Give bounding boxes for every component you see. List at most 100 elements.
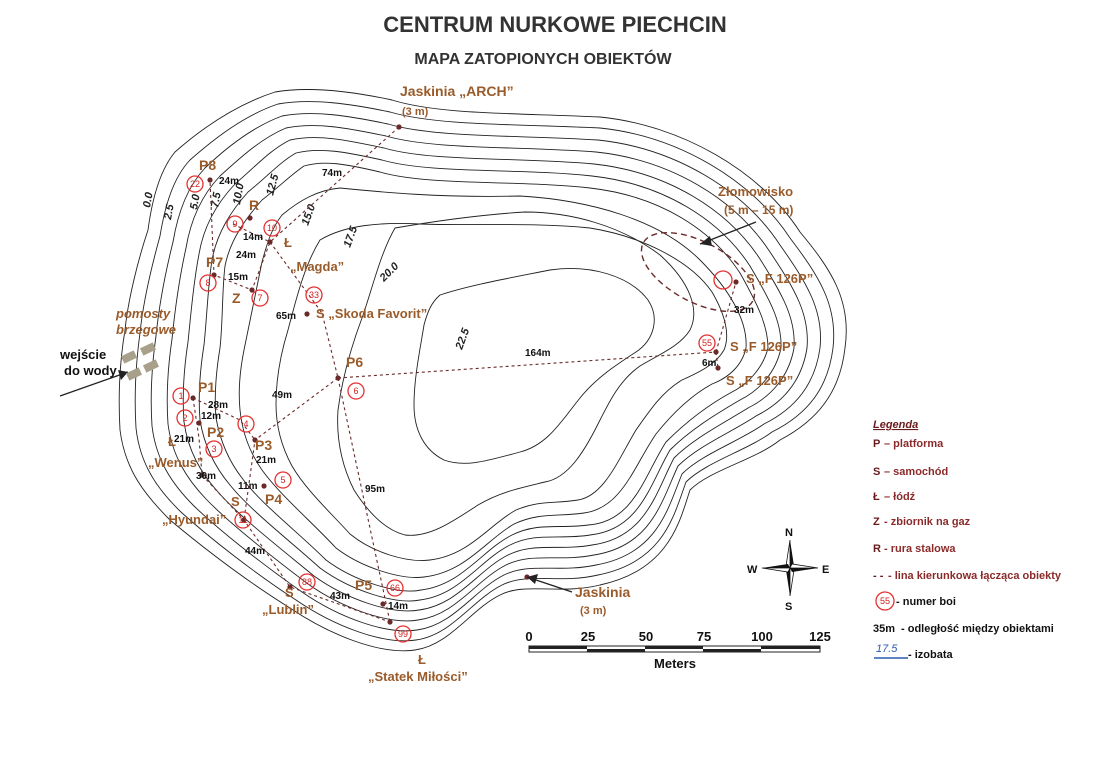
jaskinia-south-depth: (3 m): [580, 605, 607, 617]
scale-tick: 100: [751, 629, 773, 644]
distance-label: 15m: [228, 272, 248, 283]
f126-label-2: S „F 126P”: [730, 339, 797, 354]
svg-text:5: 5: [280, 475, 285, 485]
distance-labels: 74m 24m 14m 24m 15m 65m 49m 164m 6m 32m …: [174, 168, 754, 612]
svg-text:33: 33: [309, 290, 319, 300]
contour-7: [238, 187, 747, 578]
object-marker: [387, 619, 393, 625]
object-marker: [196, 420, 202, 426]
svg-text:7: 7: [257, 293, 262, 303]
pier: [120, 350, 138, 364]
svg-text:8: 8: [205, 278, 210, 288]
zlomowisko-depth: (5 m – 15 m): [724, 203, 793, 217]
object-marker: [380, 601, 386, 607]
distance-label: 11m: [238, 481, 258, 492]
legend-key: 35m: [873, 623, 895, 635]
rope: [232, 223, 271, 243]
legend-text: - numer boi: [896, 596, 956, 608]
distance-label: 28m: [208, 400, 228, 411]
buoy: 99: [394, 625, 412, 643]
scale-bar-segment: [529, 646, 587, 649]
point-label: S: [285, 585, 294, 600]
object-marker: [199, 472, 205, 478]
compass-e: E: [822, 564, 829, 576]
svg-text:55: 55: [702, 338, 712, 348]
buoy: 8: [199, 274, 217, 292]
object-marker: [247, 215, 253, 221]
distance-label: 65m: [276, 311, 296, 322]
zlomowisko-label: Złomowisko: [718, 184, 793, 199]
distance-label: 24m: [219, 176, 239, 187]
buoy: 3: [205, 440, 223, 458]
isobath-label: 7.5: [209, 191, 224, 209]
object-marker: [304, 311, 310, 317]
point-label: P2: [207, 424, 224, 440]
point-label: P3: [255, 437, 272, 453]
point-label: P4: [265, 491, 282, 507]
object-marker: [715, 365, 721, 371]
compass-s-light: [789, 567, 795, 597]
isobath-label: 5.0: [188, 193, 203, 211]
scale-bar-segment: [703, 649, 761, 652]
contour-2: [150, 113, 822, 632]
wejscie-label: wejście: [59, 347, 106, 362]
arrow-head: [118, 370, 128, 380]
scale-tick: 75: [697, 629, 711, 644]
rope: [269, 241, 339, 379]
distance-label: 30m: [196, 471, 216, 482]
point-labels: P8 R Ł P7 Z P6 P1 P2 Ł P3 P4 S S P5 Ł: [168, 157, 426, 667]
buoy: 22: [186, 175, 204, 193]
distance-label: 14m: [388, 601, 408, 612]
point-label: P8: [199, 157, 216, 173]
jaskinia-arch-label: Jaskinia „ARCH”: [400, 83, 514, 99]
svg-text:3: 3: [211, 444, 216, 454]
scale-unit: Meters: [654, 656, 696, 671]
svg-text:2: 2: [182, 413, 187, 423]
point-label: P7: [206, 254, 223, 270]
object-marker: [335, 375, 341, 381]
isobath-label: 15.0: [300, 202, 319, 227]
buoy: 7: [251, 289, 269, 307]
object-marker: [267, 239, 273, 245]
lake-contours: [118, 89, 847, 652]
rope: [192, 397, 256, 441]
point-label: P1: [198, 379, 215, 395]
compass-s-dark: [786, 568, 790, 596]
distance-label: 6m: [702, 358, 717, 369]
buoy-unnumbered: [713, 270, 733, 290]
isobath-label: 10.0: [231, 181, 247, 205]
distance-label: 12m: [201, 411, 221, 422]
isobath-label: 0.0: [141, 191, 156, 209]
isobath-label: 17.5: [342, 224, 361, 249]
point-label: S: [231, 494, 240, 509]
point-label: Ł: [284, 235, 292, 250]
legend-key: P: [873, 438, 880, 450]
svg-text:66: 66: [390, 583, 400, 593]
distance-label: 95m: [365, 484, 385, 495]
contour-10: [413, 268, 655, 464]
buoy: 6: [347, 382, 365, 400]
f126-label-3: S „F 126P”: [726, 373, 793, 388]
svg-text:99: 99: [398, 629, 408, 639]
svg-text:6: 6: [353, 386, 358, 396]
object-labels: Jaskinia „ARCH” (3 m) „Magda” S „Skoda F…: [59, 83, 813, 684]
arrow-head: [527, 574, 538, 584]
svg-text:9: 9: [232, 219, 237, 229]
contour-5: [198, 149, 782, 602]
legend-key: Z: [873, 516, 880, 528]
svg-text:11: 11: [238, 515, 247, 525]
buoy: 33: [305, 286, 323, 304]
contour-9: [337, 211, 695, 536]
rope: [715, 351, 719, 369]
pier: [142, 359, 160, 373]
compass-n-light: [785, 539, 791, 569]
svg-text:22: 22: [190, 179, 200, 189]
point-label: R: [249, 197, 259, 213]
legend-text: - izobata: [908, 649, 953, 661]
distance-label: 74m: [322, 168, 342, 179]
legend-text: – samochód: [884, 466, 948, 478]
jaskinia-arch-depth: (3 m): [402, 106, 429, 118]
svg-text:1: 1: [178, 391, 183, 401]
isobath-label: 2.5: [162, 203, 177, 222]
